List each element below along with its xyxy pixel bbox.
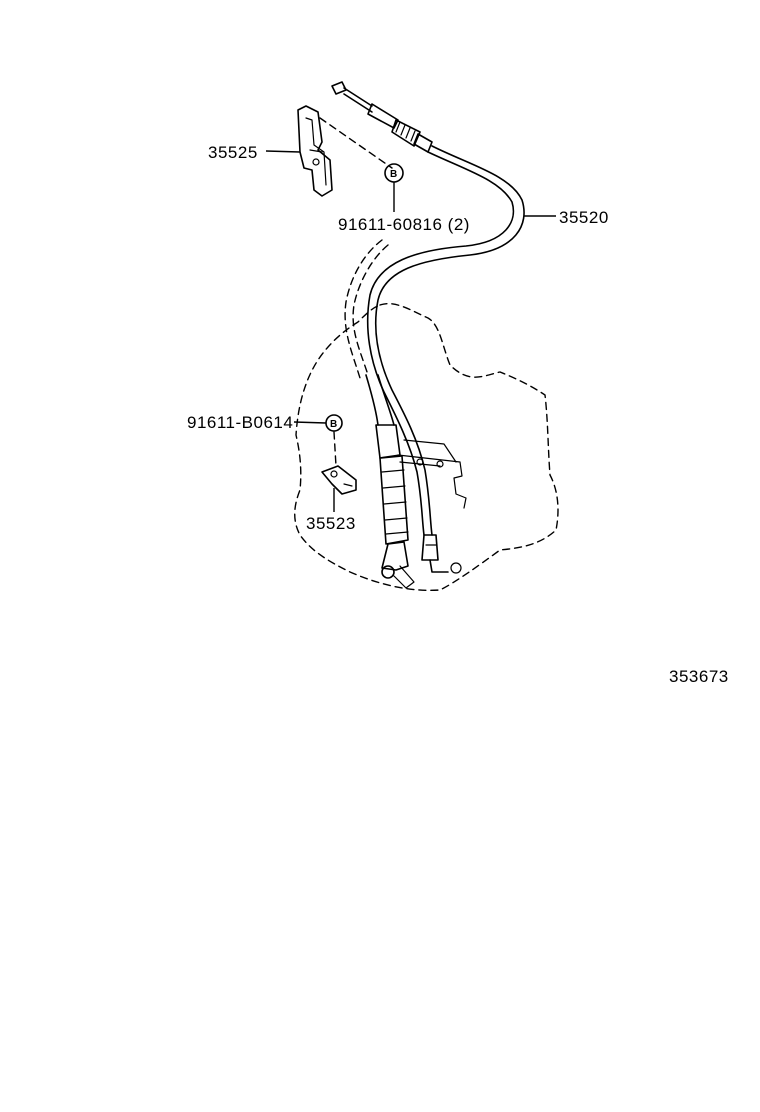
clamp-part [321,465,357,495]
cable-part-number: 35520 [559,208,609,227]
bracket-leader [265,150,301,153]
bracket-part-number: 35525 [208,143,258,162]
upper-bolt-badge-letter: B [390,169,397,180]
lower-bolt-leader [293,421,327,424]
clamp-part-number: 35523 [306,514,356,533]
select-cable [344,239,415,589]
transmission-bracket [397,439,467,509]
shift-cable [331,81,525,574]
bracket-bolt-guide [319,117,393,169]
lower-bolt-badge-letter: B [330,419,337,430]
upper-bolt-part-number: 91611-60816 (2) [338,215,470,234]
bracket-part [297,105,333,197]
lower-bolt-badge: B [325,414,343,432]
lower-bolt-guide [333,431,337,467]
lower-bolt-part-number: 91611-B0614 [187,413,293,432]
transmission-outline [294,303,559,592]
illustration-number: 353673 [669,667,729,686]
upper-bolt-badge: B [384,163,404,183]
